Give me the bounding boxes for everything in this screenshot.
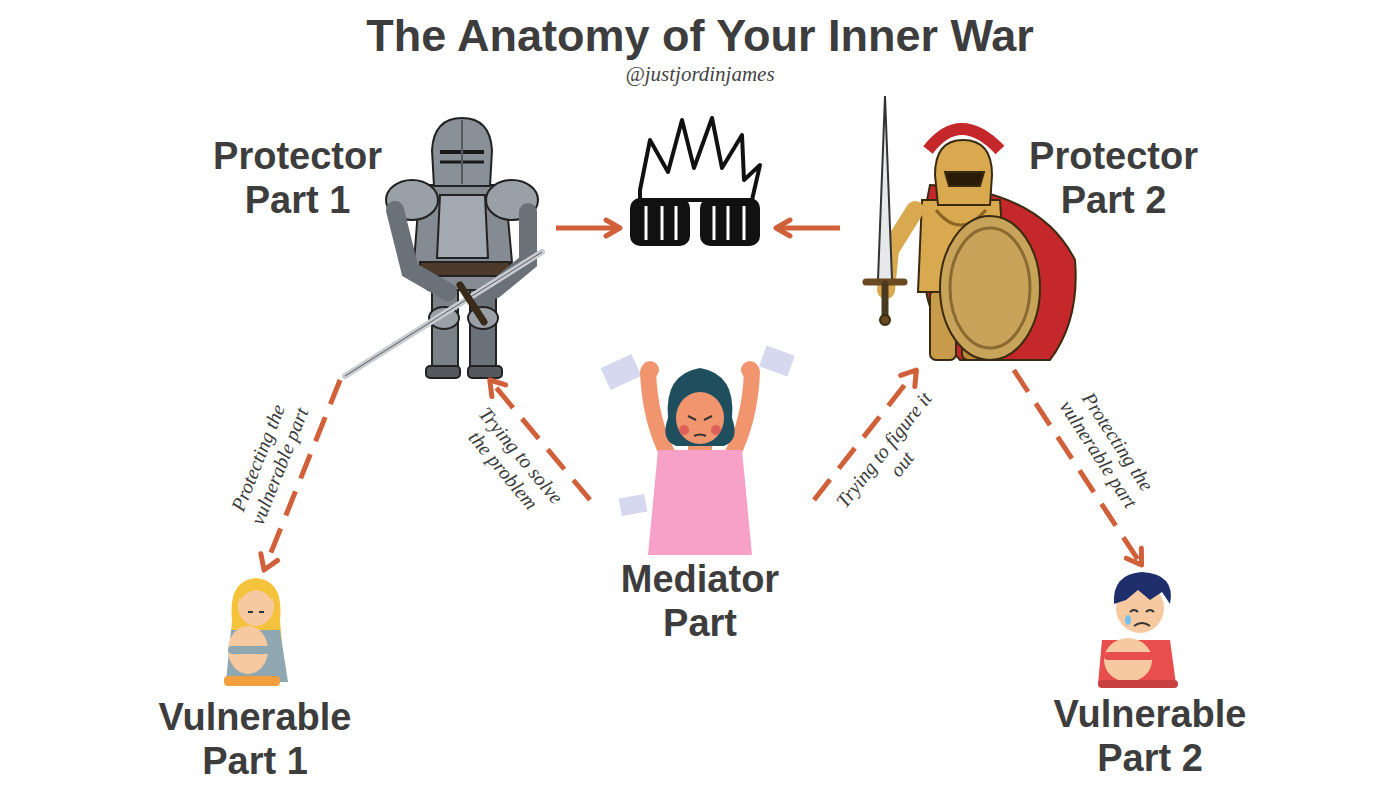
knight-figure-part	[345, 252, 542, 376]
mediator-figure-part	[676, 392, 724, 444]
boy-figure-part	[1104, 638, 1152, 682]
spartan-figure-part	[880, 315, 890, 325]
mediator-figure-part	[665, 368, 734, 446]
girl-figure-part	[232, 646, 268, 654]
mediator-figure	[601, 346, 795, 555]
figure-node: Mediator Part	[590, 340, 814, 650]
figure-node: Protector Part 1	[200, 115, 545, 380]
mediator-figure-part	[674, 379, 726, 402]
girl-figure-part	[224, 676, 280, 686]
diagram-title: The Anatomy of Your Inner War	[0, 10, 1400, 62]
clash-icon-part	[630, 198, 690, 246]
clash-arrows-part	[556, 226, 620, 231]
mediator-figure-part	[648, 372, 668, 455]
knight-figure-part	[460, 285, 484, 322]
knight-figure-part	[432, 118, 492, 186]
knight-figure-part	[426, 366, 460, 378]
knight-figure-part	[395, 210, 448, 292]
arrow-label: Protecting the vulnerable part	[221, 388, 316, 535]
clash-icon-part	[693, 210, 697, 236]
boy-figure-part	[1134, 623, 1150, 626]
part-name: Vulnerable Part 1	[140, 696, 370, 783]
mediator-figure-part	[601, 354, 642, 390]
mediator-figure-part	[648, 450, 752, 555]
clash-icon-part	[743, 206, 746, 240]
spartan-figure-part	[882, 284, 889, 316]
girl-figure-part	[228, 626, 268, 674]
girl-figure-part	[248, 611, 264, 613]
boy-figure-part	[1125, 615, 1131, 625]
clash-arrows-part	[776, 226, 840, 231]
girl-figure	[224, 578, 288, 686]
clash-arrows	[556, 228, 840, 229]
mediator-figure-part	[641, 361, 659, 379]
mediator-figure-part	[711, 425, 721, 435]
part-name: Vulnerable Part 2	[1030, 693, 1270, 780]
spartan-figure-part	[945, 172, 984, 186]
clash-icon-part	[675, 206, 678, 240]
mediator-figure-part	[688, 416, 712, 420]
clash-icon-part	[700, 198, 760, 246]
boy-figure-part	[1130, 610, 1154, 612]
spartan-figure-part	[950, 228, 1030, 348]
knight-figure-part	[461, 120, 463, 184]
clash-icon-part	[727, 206, 730, 240]
clash-icon-part	[645, 206, 648, 240]
arrow-label: Trying to solve the problem	[453, 398, 572, 527]
boy-figure-part	[1098, 680, 1178, 688]
mediator-figure-part	[759, 346, 795, 377]
boy-figure	[1098, 572, 1178, 688]
mediator-figure-part	[741, 361, 759, 379]
clash-icon	[630, 118, 760, 246]
part-name: Protector Part 2	[1012, 135, 1215, 222]
part-name: Protector Part 1	[200, 135, 395, 222]
clash-icon-part	[713, 206, 716, 240]
knight-figure-part	[468, 366, 502, 378]
mediator-figure-part	[679, 425, 689, 435]
knight-figure-part	[345, 252, 542, 376]
figure-node: Vulnerable Part 2	[1030, 565, 1274, 784]
spartan-figure-part	[935, 140, 992, 205]
figure-node: Protector Part 2	[850, 90, 1219, 370]
author-handle: @justjordinjames	[0, 62, 1400, 87]
clash-icon-part	[640, 118, 760, 200]
mediator-figure-part	[619, 494, 648, 516]
boy-figure-part	[1114, 572, 1171, 604]
spartan-figure-part	[928, 129, 1000, 150]
part-name: Mediator Part	[590, 558, 810, 645]
knight-figure-part	[437, 195, 488, 258]
clash-icon-part	[661, 206, 664, 240]
girl-figure-part	[240, 583, 272, 600]
figure-node: Vulnerable Part 1	[140, 570, 374, 787]
mediator-figure-part	[732, 372, 752, 455]
mediator-figure-part	[694, 435, 706, 437]
boy-figure-part	[1108, 652, 1150, 660]
spartan-figure-part	[878, 96, 892, 280]
spartan-figure-part	[940, 216, 1040, 360]
